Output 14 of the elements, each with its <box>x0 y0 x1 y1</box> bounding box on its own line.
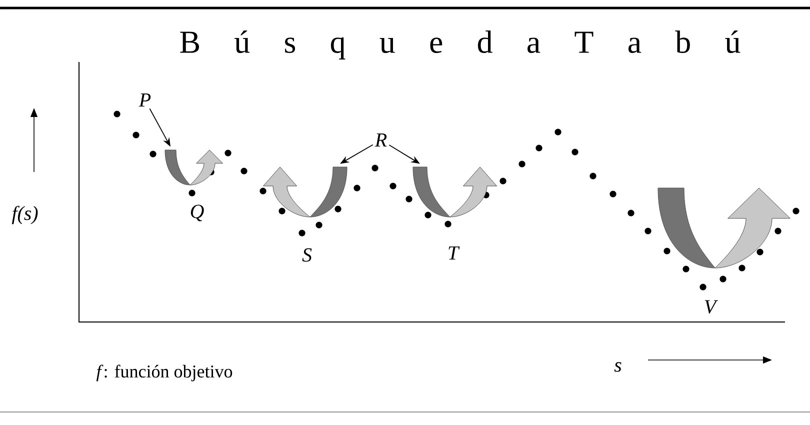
axis-label: s <box>614 362 622 372</box>
point-label: S <box>302 248 312 262</box>
point-label: Q <box>190 204 204 222</box>
title: B ú s q u e d a T a b ú <box>180 30 740 60</box>
note: f: función objetivo <box>96 364 232 382</box>
point-label: P <box>138 93 151 107</box>
u-turn-arrow <box>658 188 790 268</box>
u-turn-arrow <box>262 166 348 218</box>
point-label: T <box>448 246 460 260</box>
u-turn-arrow <box>412 166 498 218</box>
point-label: R <box>374 133 387 147</box>
u-turn-arrow <box>164 150 223 186</box>
point-label: V <box>704 300 718 314</box>
axis-label: f(s) <box>12 206 38 224</box>
